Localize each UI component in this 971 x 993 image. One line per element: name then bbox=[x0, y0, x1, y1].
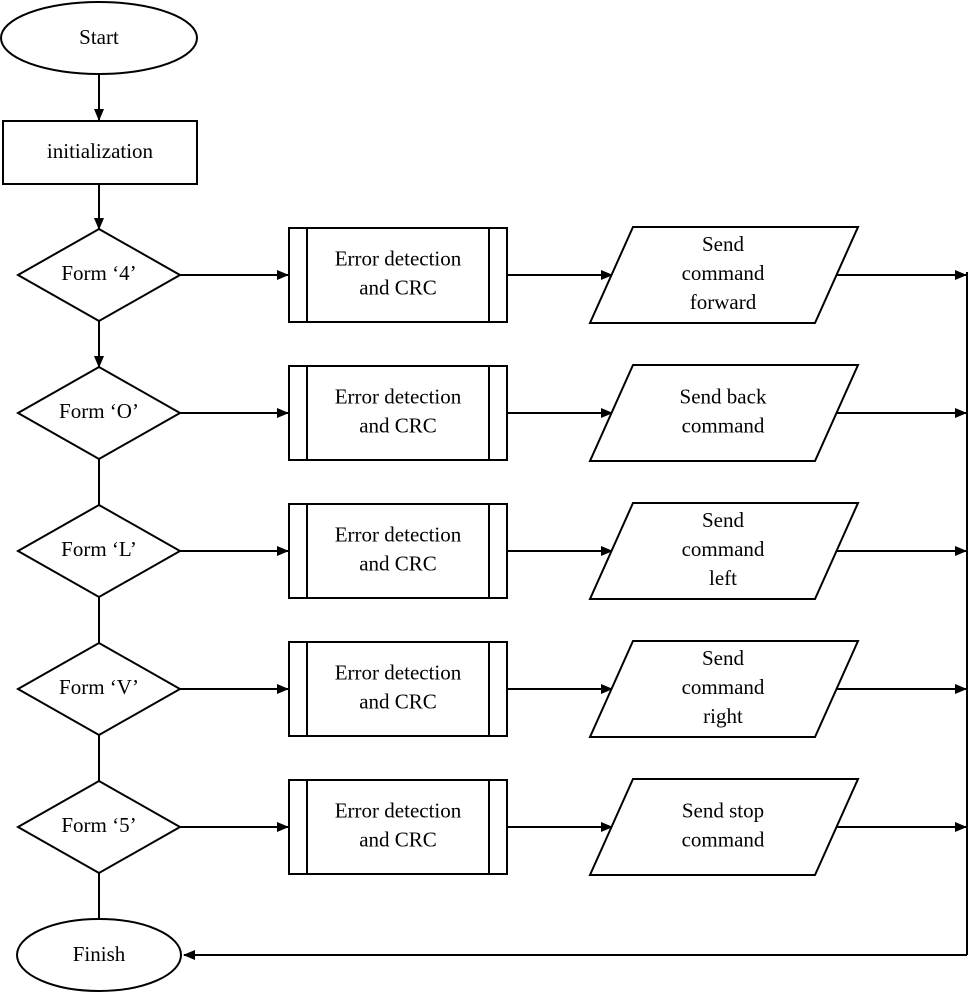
process-box-2 bbox=[288, 365, 508, 461]
initialization-box bbox=[2, 120, 198, 185]
output-label-2-line-1: Send back bbox=[680, 384, 767, 408]
process-box-1 bbox=[288, 227, 508, 323]
process-box-5 bbox=[288, 779, 508, 875]
decision-label-3: Form ‘L’ bbox=[61, 537, 137, 561]
output-label-5-line-1: Send stop bbox=[682, 798, 764, 822]
output-label-1-line-1: Send bbox=[702, 232, 745, 256]
output-label-4-line-2: command bbox=[682, 675, 765, 699]
output-parallelogram-5 bbox=[588, 778, 860, 876]
output-parallelogram-4 bbox=[588, 640, 860, 738]
process-label-4-line-2: and CRC bbox=[359, 689, 437, 713]
decision-label-4: Form ‘V’ bbox=[59, 675, 139, 699]
process-label-5-line-2: and CRC bbox=[359, 827, 437, 851]
output-label-4-line-3: right bbox=[703, 704, 743, 728]
process-label-3-line-1: Error detection bbox=[335, 522, 462, 546]
output-parallelogram-1 bbox=[588, 226, 860, 324]
finish-label: Finish bbox=[73, 942, 126, 966]
decision-label-5: Form ‘5’ bbox=[61, 813, 136, 837]
decision-label-1: Form ‘4’ bbox=[61, 261, 136, 285]
decision-rows: Form ‘4’ Error detection and CRC Send comman… bbox=[15, 226, 967, 876]
decision-label-2: Form ‘O’ bbox=[59, 399, 139, 423]
finish-terminal bbox=[16, 918, 182, 992]
output-label-5-line-2: command bbox=[682, 827, 765, 851]
output-label-3-line-1: Send bbox=[702, 508, 745, 532]
output-label-1-line-2: command bbox=[682, 261, 765, 285]
output-label-3-line-2: command bbox=[682, 537, 765, 561]
process-label-5-line-1: Error detection bbox=[335, 798, 462, 822]
process-label-1-line-1: Error detection bbox=[335, 246, 462, 270]
initialization-label: initialization bbox=[47, 139, 154, 163]
process-label-2-line-1: Error detection bbox=[335, 384, 462, 408]
process-label-2-line-2: and CRC bbox=[359, 413, 437, 437]
process-label-4-line-1: Error detection bbox=[335, 660, 462, 684]
process-box-3 bbox=[288, 503, 508, 599]
output-parallelogram-2 bbox=[588, 364, 860, 462]
process-label-3-line-2: and CRC bbox=[359, 551, 437, 575]
output-label-1-line-3: forward bbox=[690, 290, 757, 314]
output-label-2-line-2: command bbox=[682, 413, 765, 437]
process-label-1-line-2: and CRC bbox=[359, 275, 437, 299]
output-parallelogram-3 bbox=[588, 502, 860, 600]
start-label: Start bbox=[79, 25, 119, 49]
process-box-4 bbox=[288, 641, 508, 737]
output-label-3-line-3: left bbox=[709, 566, 737, 590]
output-label-4-line-1: Send bbox=[702, 646, 745, 670]
